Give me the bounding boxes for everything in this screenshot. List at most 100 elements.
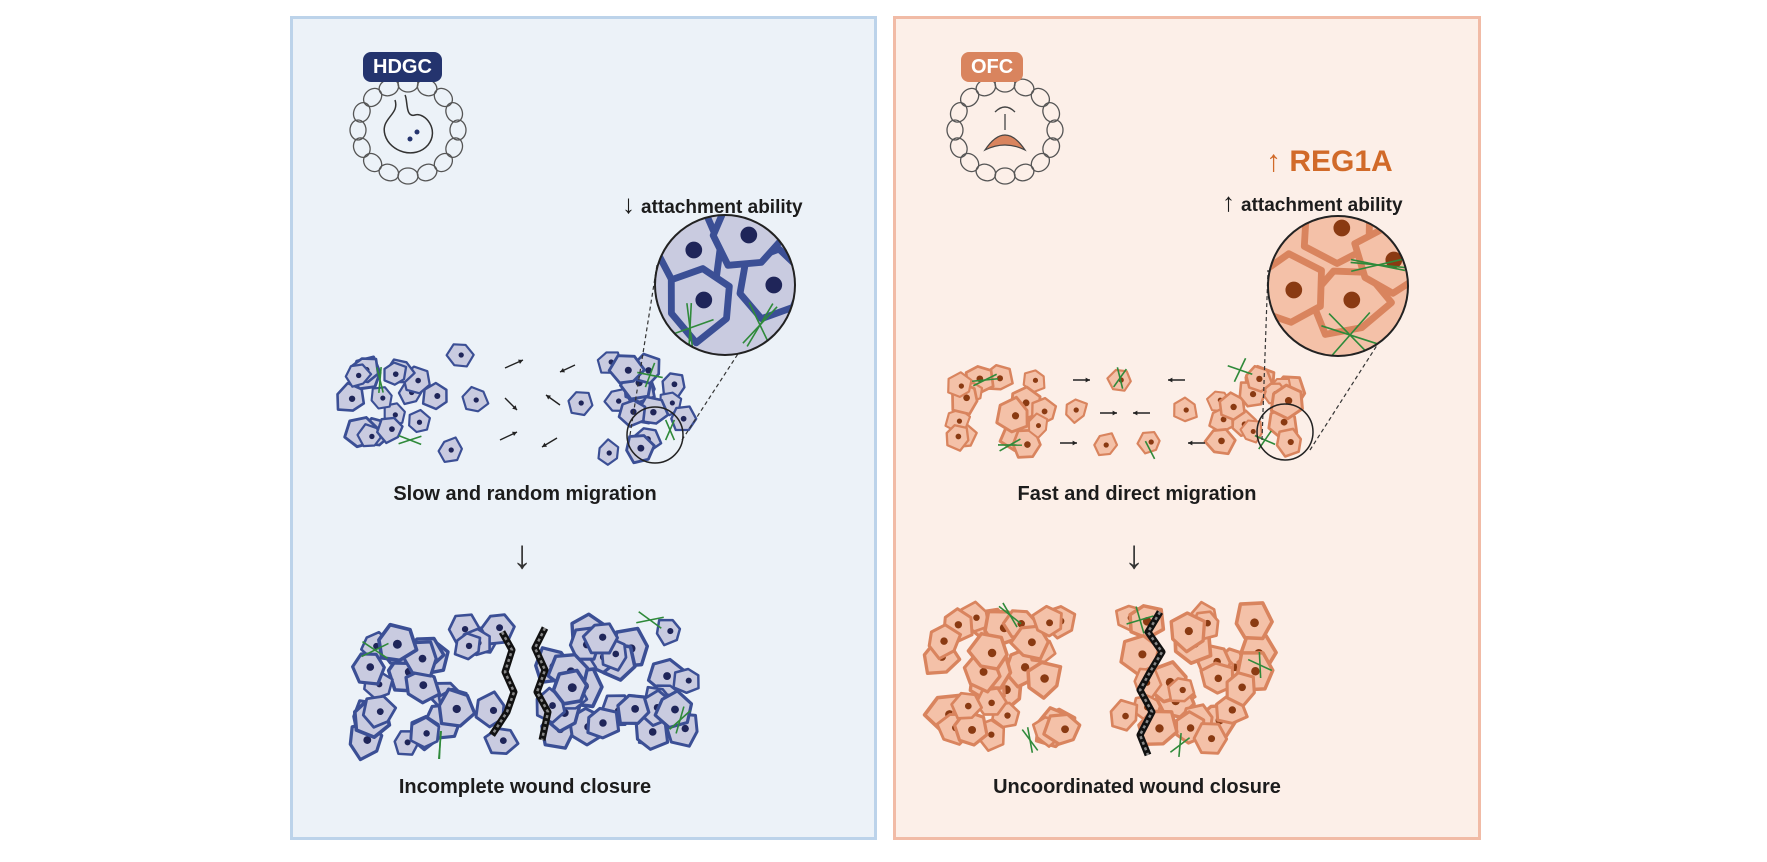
cell: [1199, 661, 1235, 695]
nucleus: [380, 395, 386, 401]
migration-arrow-icon: [499, 431, 518, 441]
cell: [383, 361, 408, 386]
cell: [1136, 431, 1161, 455]
ofc-wound-closure-cells: [922, 600, 1278, 758]
cell: [625, 434, 656, 465]
nucleus: [599, 633, 607, 641]
nucleus: [988, 699, 995, 707]
nucleus: [681, 724, 689, 733]
fiber: [637, 371, 663, 379]
cell: [667, 265, 733, 347]
nucleus: [1041, 408, 1048, 415]
fiber: [636, 616, 664, 624]
wound-edge-dots: [533, 627, 550, 741]
cell: [421, 381, 448, 411]
fiber: [669, 710, 691, 730]
nucleus: [1155, 724, 1164, 733]
cell: [597, 438, 620, 466]
nucleus: [1250, 428, 1256, 435]
fiber: [376, 367, 384, 393]
nucleus: [465, 642, 473, 650]
nucleus: [631, 705, 639, 713]
nucleus: [415, 377, 421, 384]
wound-edge-dots: [1138, 611, 1164, 756]
fiber: [1144, 440, 1156, 460]
nucleus: [1183, 407, 1189, 413]
palate-icon: [946, 75, 1064, 185]
cell: [1109, 698, 1139, 732]
ofc-flow-arrow-icon: ↓: [1124, 533, 1144, 577]
nucleus: [458, 352, 464, 358]
nucleus: [1138, 650, 1147, 659]
reg1a-label: ↑ REG1A: [1266, 145, 1393, 179]
nucleus: [1186, 724, 1195, 732]
reg1a-text: REG1A: [1289, 145, 1393, 178]
nucleus: [988, 731, 995, 738]
nucleus: [1218, 437, 1225, 445]
nucleus: [1027, 638, 1036, 647]
migration-arrow-icon: [545, 394, 561, 406]
nucleus: [671, 381, 678, 388]
migration-arrow-icon: [541, 437, 558, 448]
nucleus: [1284, 397, 1293, 405]
nucleus: [1214, 674, 1223, 683]
nucleus: [1184, 626, 1193, 636]
nucleus: [1024, 441, 1031, 448]
fiber: [972, 373, 998, 387]
nucleus: [1032, 377, 1039, 383]
nucleus: [1179, 686, 1186, 694]
nucleus: [624, 366, 632, 374]
cell: [1269, 383, 1304, 421]
nucleus: [1011, 412, 1020, 420]
fiber: [742, 306, 778, 344]
cell: [672, 667, 700, 695]
cell: [655, 618, 682, 647]
cell: [1167, 677, 1196, 703]
nucleus: [1249, 391, 1257, 398]
nucleus: [418, 654, 427, 663]
hdgc-wound-closure-cells: [348, 611, 700, 762]
cell: [1275, 427, 1303, 458]
nucleus: [1103, 442, 1109, 448]
nucleus: [1208, 735, 1216, 743]
migration-arrow-icon: [504, 359, 524, 369]
nucleus: [423, 730, 430, 737]
nucleus: [1285, 281, 1303, 299]
nucleus: [473, 397, 479, 403]
nucleus: [1040, 674, 1049, 683]
ofc-zoom-circle: [1256, 215, 1409, 461]
fiber: [1126, 615, 1154, 625]
fiber: [1169, 737, 1191, 753]
cell: [344, 363, 373, 388]
cell: [1225, 671, 1256, 708]
fiber: [1258, 651, 1262, 679]
nucleus: [452, 704, 461, 714]
nucleus: [1280, 418, 1288, 426]
fiber: [438, 730, 442, 760]
nucleus: [987, 648, 997, 658]
nucleus: [549, 702, 556, 709]
nucleus: [1022, 399, 1030, 407]
ofc-migration-caption: Fast and direct migration: [1017, 483, 1257, 505]
cell: [1009, 624, 1050, 661]
cell: [670, 405, 698, 432]
nucleus: [1220, 416, 1227, 423]
migration-arrow-icon: [504, 397, 518, 411]
attachment-ability-text: attachment ability: [1241, 195, 1403, 216]
cell: [437, 687, 477, 728]
attachment-ability-label-right: ↑attachment ability: [1222, 187, 1403, 218]
nucleus: [1333, 219, 1351, 237]
nucleus: [612, 650, 620, 658]
nucleus: [434, 392, 441, 399]
migration-arrow-icon: [1100, 410, 1117, 416]
nucleus: [963, 394, 970, 402]
nucleus: [1035, 423, 1041, 429]
fiber: [1002, 602, 1018, 628]
hdgc-closure-caption: Incomplete wound closure: [398, 776, 652, 798]
cell: [445, 343, 475, 368]
cell: [1027, 412, 1049, 439]
nucleus: [964, 702, 972, 710]
nucleus: [499, 737, 507, 745]
cell: [408, 408, 431, 434]
